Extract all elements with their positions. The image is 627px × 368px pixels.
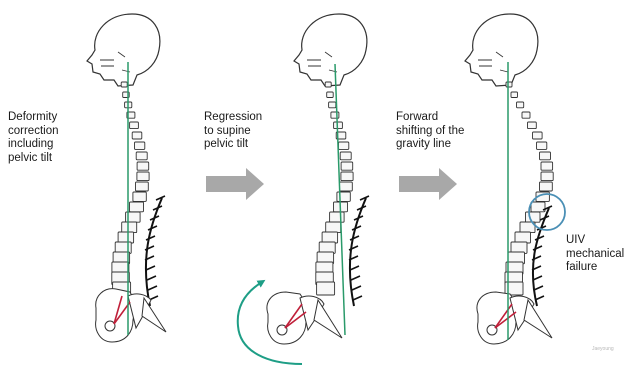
skull-icon: [294, 14, 367, 86]
rod-and-screws: [145, 196, 165, 306]
step-3-label: Forward shifting of the gravity line: [396, 111, 464, 152]
pelvis-icon: [477, 292, 552, 344]
rod-and-screws: [349, 196, 369, 306]
figure-1: [87, 14, 166, 342]
figure-3: [465, 14, 565, 344]
step-2-label: Regression to supine pelvic tilt: [204, 111, 262, 152]
watermark: Jaeyoung: [592, 346, 614, 352]
skull-icon: [87, 14, 160, 86]
skull-icon: [465, 14, 538, 86]
spine: [505, 82, 553, 295]
step-1-label: Deformity correction including pelvic ti…: [8, 111, 59, 165]
pelvis-icon: [267, 292, 342, 344]
arrow-right-icon: [399, 168, 457, 200]
spine: [316, 82, 353, 295]
uiv-failure-label: UIV mechanical failure: [566, 234, 624, 275]
arrow-right-icon: [206, 168, 264, 200]
spine: [112, 82, 149, 295]
